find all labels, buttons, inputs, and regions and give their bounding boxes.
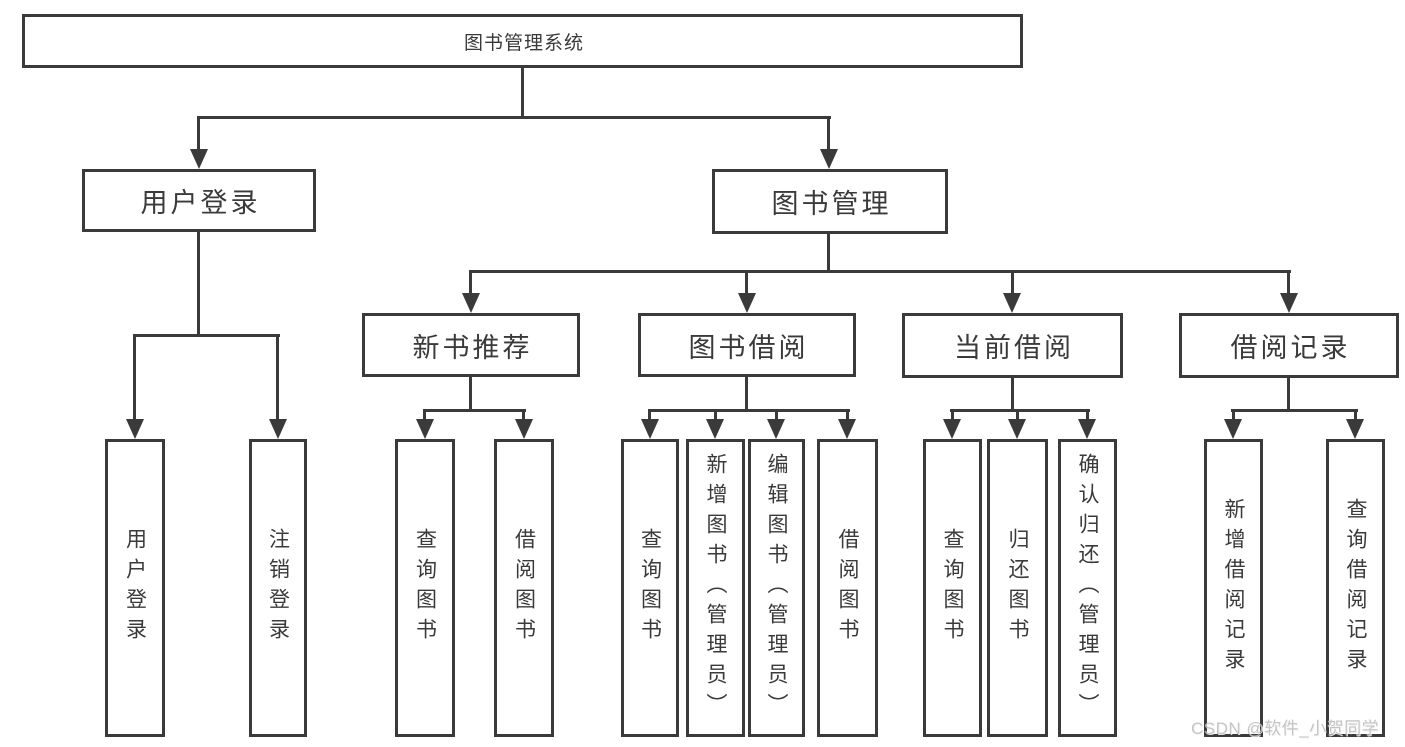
arrow-down-icon bbox=[462, 293, 480, 313]
arrow-stem bbox=[1287, 270, 1290, 295]
leaf-label: 用户登录 bbox=[123, 528, 147, 648]
arrow-down-icon bbox=[515, 419, 533, 439]
node-new-book-recommend: 新书推荐 bbox=[362, 313, 580, 377]
leaf-record-query-record: 查询借阅记录 bbox=[1326, 439, 1385, 737]
connector-hline bbox=[423, 409, 526, 412]
connector-hline bbox=[469, 270, 1291, 273]
node-label: 新书推荐 bbox=[412, 332, 533, 363]
arrow-stem bbox=[522, 409, 525, 421]
leaf-logout: 注销登录 bbox=[249, 439, 307, 737]
leaf-label: 查询图书 bbox=[638, 528, 662, 648]
leaf-recommend-query-book: 查询图书 bbox=[395, 439, 455, 737]
leaf-current-query-book: 查询图书 bbox=[923, 439, 982, 737]
leaf-label: 注销登录 bbox=[266, 528, 290, 648]
arrow-stem bbox=[276, 334, 279, 421]
node-label: 当前借阅 bbox=[954, 333, 1074, 363]
arrow-down-icon bbox=[767, 419, 785, 439]
node-label: 图书管理系统 bbox=[463, 32, 584, 54]
arrow-stem bbox=[951, 409, 954, 421]
node-label: 借阅记录 bbox=[1230, 333, 1351, 363]
leaf-current-confirm-return-admin: 确认归还（管理员） bbox=[1058, 439, 1117, 737]
leaf-label: 新增图书（管理员） bbox=[704, 453, 727, 723]
arrow-down-icon bbox=[820, 149, 838, 169]
arrow-stem bbox=[648, 409, 651, 421]
node-book-management: 图书管理 bbox=[712, 169, 948, 234]
connector-vline bbox=[1287, 378, 1290, 412]
arrow-down-icon bbox=[641, 419, 659, 439]
arrow-stem bbox=[197, 116, 200, 151]
leaf-borrow-borrow-book: 借阅图书 bbox=[817, 439, 878, 737]
leaf-label: 借阅图书 bbox=[836, 528, 859, 648]
leaf-current-return-book: 归还图书 bbox=[987, 439, 1048, 737]
leaf-borrow-add-book-admin: 新增图书（管理员） bbox=[686, 439, 745, 737]
leaf-label: 编辑图书（管理员） bbox=[765, 453, 788, 723]
connector-vline bbox=[197, 232, 200, 337]
arrow-stem bbox=[1232, 409, 1235, 421]
watermark: CSDN @软件_小贺同学 bbox=[1191, 719, 1380, 738]
leaf-label: 查询图书 bbox=[941, 528, 964, 648]
leaf-label: 归还图书 bbox=[1006, 528, 1029, 648]
connector-vline bbox=[827, 234, 830, 273]
arrow-stem bbox=[714, 409, 717, 421]
node-borrow-records: 借阅记录 bbox=[1179, 313, 1399, 378]
leaf-label: 查询图书 bbox=[413, 528, 437, 648]
arrow-stem bbox=[1016, 409, 1019, 421]
leaf-label: 新增借阅记录 bbox=[1222, 498, 1245, 678]
leaf-borrow-query-book: 查询图书 bbox=[621, 439, 679, 737]
node-current-borrow: 当前借阅 bbox=[902, 313, 1123, 378]
connector-hline bbox=[1231, 409, 1358, 412]
connector-hline bbox=[950, 409, 1090, 412]
leaf-borrow-edit-book-admin: 编辑图书（管理员） bbox=[748, 439, 805, 737]
arrow-stem bbox=[423, 409, 426, 421]
node-label: 用户登录 bbox=[140, 188, 261, 218]
arrow-down-icon bbox=[1280, 293, 1298, 313]
arrow-stem bbox=[1086, 409, 1089, 421]
leaf-label: 确认归还（管理员） bbox=[1076, 453, 1099, 723]
arrow-down-icon bbox=[1346, 419, 1364, 439]
arrow-down-icon bbox=[943, 419, 961, 439]
arrow-down-icon bbox=[1078, 419, 1096, 439]
arrow-down-icon bbox=[190, 149, 208, 169]
connector-vline bbox=[469, 377, 472, 412]
arrow-down-icon bbox=[416, 419, 434, 439]
arrow-stem bbox=[745, 270, 748, 295]
arrow-down-icon bbox=[838, 419, 856, 439]
connector-vline bbox=[521, 67, 524, 119]
arrow-down-icon bbox=[1224, 419, 1242, 439]
arrow-down-icon bbox=[1008, 419, 1026, 439]
node-user-login: 用户登录 bbox=[82, 169, 316, 232]
arrow-down-icon bbox=[738, 293, 756, 313]
arrow-down-icon bbox=[269, 419, 287, 439]
arrow-stem bbox=[1354, 409, 1357, 421]
connector-hline bbox=[133, 334, 280, 337]
arrow-stem bbox=[469, 270, 472, 295]
arrow-stem bbox=[775, 409, 778, 421]
leaf-label: 查询借阅记录 bbox=[1344, 498, 1367, 678]
arrow-stem bbox=[827, 116, 830, 151]
arrow-stem bbox=[1011, 270, 1014, 295]
arrow-stem bbox=[133, 334, 136, 421]
node-system-root: 图书管理系统 bbox=[22, 14, 1023, 68]
connector-hline bbox=[197, 116, 831, 119]
connector-vline bbox=[745, 377, 748, 412]
connector-vline bbox=[1011, 378, 1014, 412]
node-label: 图书借阅 bbox=[688, 332, 809, 363]
leaf-user-login: 用户登录 bbox=[105, 439, 165, 737]
arrow-stem bbox=[846, 409, 849, 421]
node-book-borrow: 图书借阅 bbox=[638, 313, 856, 377]
leaf-record-add-record: 新增借阅记录 bbox=[1204, 439, 1263, 737]
connector-hline bbox=[648, 409, 850, 412]
leaf-label: 借阅图书 bbox=[512, 528, 536, 648]
arrow-down-icon bbox=[706, 419, 724, 439]
leaf-recommend-borrow-book: 借阅图书 bbox=[494, 439, 554, 737]
arrow-down-icon bbox=[126, 419, 144, 439]
arrow-down-icon bbox=[1003, 293, 1021, 313]
node-label: 图书管理 bbox=[771, 189, 892, 219]
